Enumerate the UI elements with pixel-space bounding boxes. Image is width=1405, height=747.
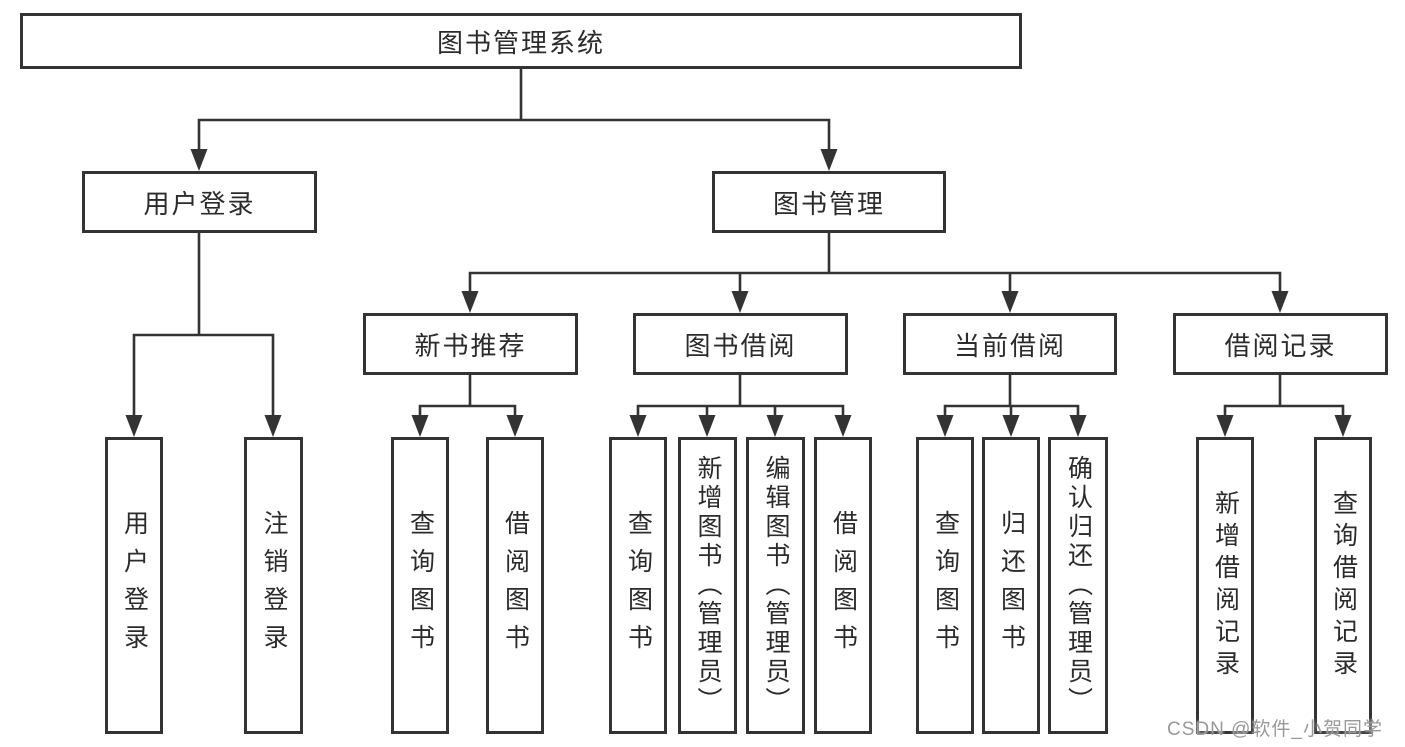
watermark: CSDN @软件_小贺同学 bbox=[1167, 719, 1383, 740]
connector bbox=[132, 231, 275, 420]
arrowhead-icon bbox=[190, 149, 208, 171]
node-label: 查询图书 bbox=[624, 509, 653, 662]
connector bbox=[468, 231, 1282, 296]
node-label: 查询借阅记录 bbox=[1329, 489, 1358, 682]
node-user-login: 用户登录 bbox=[82, 171, 317, 233]
connector-segments bbox=[132, 67, 1345, 420]
node-label: 图书管理 bbox=[772, 188, 885, 219]
arrowhead-icon bbox=[1069, 415, 1087, 437]
arrowhead-icon bbox=[820, 149, 838, 171]
node-label: 注销登录 bbox=[260, 509, 288, 662]
arrowhead-icon bbox=[506, 415, 524, 437]
connector bbox=[943, 373, 1080, 420]
connector bbox=[1223, 373, 1345, 420]
leaf-return-books: 归还图书 bbox=[982, 437, 1040, 734]
node-root: 图书管理系统 bbox=[20, 13, 1022, 69]
leaf-query-borrow-record: 查询借阅记录 bbox=[1314, 437, 1372, 734]
node-label: 编辑图书（管理员） bbox=[762, 455, 790, 716]
leaf-add-borrow-record: 新增借阅记录 bbox=[1196, 437, 1254, 734]
arrowhead-icon bbox=[731, 291, 749, 313]
node-label: 归还图书 bbox=[997, 509, 1026, 662]
leaf-logout: 注销登录 bbox=[244, 437, 303, 734]
node-label: 用户登录 bbox=[120, 509, 149, 662]
leaf-user-login: 用户登录 bbox=[105, 437, 163, 734]
connector bbox=[636, 373, 845, 420]
connector bbox=[418, 373, 517, 420]
leaf-borrow-books-borrowing: 借阅图书 bbox=[814, 437, 872, 734]
arrowhead-icon bbox=[766, 415, 784, 437]
node-label: 图书借阅 bbox=[684, 330, 797, 361]
arrowhead-icon bbox=[1001, 291, 1019, 313]
node-new-book-recommend: 新书推荐 bbox=[363, 313, 578, 375]
node-label: 查询图书 bbox=[931, 509, 960, 662]
leaf-add-books-admin: 新增图书（管理员） bbox=[678, 437, 737, 734]
node-label: 用户登录 bbox=[143, 188, 256, 219]
arrowhead-icon bbox=[698, 415, 716, 437]
node-label: 新书推荐 bbox=[414, 330, 527, 361]
connector bbox=[197, 67, 831, 154]
node-label: 借阅记录 bbox=[1224, 330, 1337, 361]
arrowhead-icon bbox=[629, 415, 647, 437]
node-borrowing-records: 借阅记录 bbox=[1173, 313, 1388, 375]
arrowhead-icon bbox=[1271, 291, 1289, 313]
arrowhead-icon bbox=[1216, 415, 1234, 437]
leaf-borrow-books-recommend: 借阅图书 bbox=[486, 437, 544, 734]
arrowhead-icon bbox=[125, 415, 143, 437]
arrowhead-icon bbox=[264, 415, 282, 437]
arrowhead-icon bbox=[1002, 415, 1020, 437]
node-label: 当前借阅 bbox=[953, 330, 1066, 361]
leaf-query-books-borrowing: 查询图书 bbox=[609, 437, 667, 734]
arrowhead-icon bbox=[461, 291, 479, 313]
arrowhead-icon bbox=[834, 415, 852, 437]
node-label: 确认归还（管理员） bbox=[1064, 455, 1093, 716]
leaf-query-books-current: 查询图书 bbox=[916, 437, 974, 734]
node-label: 借阅图书 bbox=[829, 509, 858, 662]
node-label: 借阅图书 bbox=[501, 509, 530, 662]
node-book-management: 图书管理 bbox=[712, 171, 946, 233]
node-label: 查询图书 bbox=[406, 509, 435, 662]
arrowheads bbox=[125, 149, 1352, 437]
leaf-query-books-recommend: 查询图书 bbox=[391, 437, 449, 734]
leaf-edit-books-admin: 编辑图书（管理员） bbox=[746, 437, 805, 734]
arrowhead-icon bbox=[411, 415, 429, 437]
leaf-confirm-return-admin: 确认归还（管理员） bbox=[1048, 437, 1108, 734]
arrowhead-icon bbox=[936, 415, 954, 437]
node-current-borrowing: 当前借阅 bbox=[903, 313, 1117, 375]
node-label: 新增图书（管理员） bbox=[694, 455, 722, 716]
node-label: 新增借阅记录 bbox=[1211, 489, 1240, 682]
node-label: 图书管理系统 bbox=[436, 27, 605, 58]
arrowhead-icon bbox=[1334, 415, 1352, 437]
node-book-borrowing: 图书借阅 bbox=[633, 313, 848, 375]
